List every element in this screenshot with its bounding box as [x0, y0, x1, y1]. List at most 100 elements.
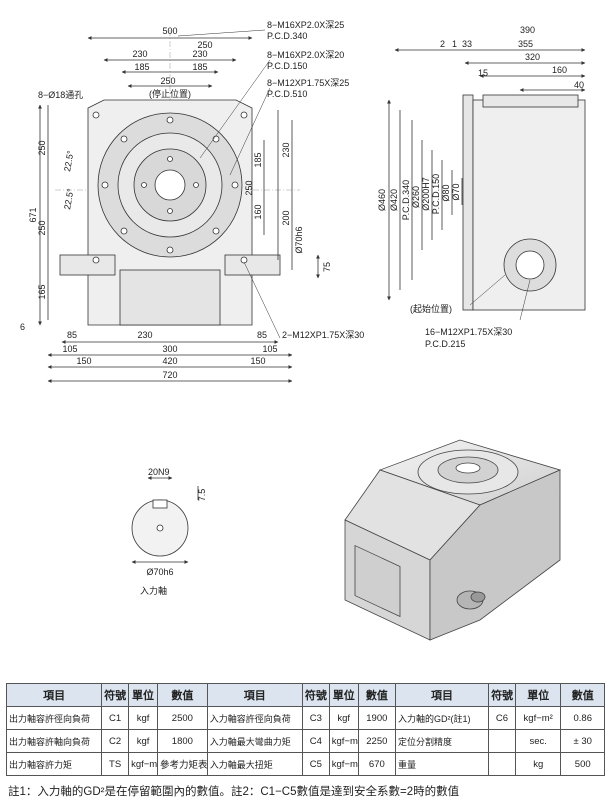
- spec-cell: kg: [514, 752, 562, 776]
- spec-cell: C1: [101, 706, 130, 730]
- dim-671: 671: [28, 207, 38, 222]
- dim-150-right: 150: [250, 356, 265, 366]
- thread-3-pcd: P.C.D.510: [267, 89, 307, 99]
- dim-85-right: 85: [257, 330, 267, 340]
- spec-cell: [488, 752, 516, 776]
- spec-cell: 670: [357, 752, 396, 776]
- dim-320: 320: [525, 52, 540, 62]
- side-thread: 16−M12XP1.75X深30: [425, 327, 512, 337]
- front-view-labels: 500 250 230 230 185 185 250 (停止位置) 8−Ø18…: [20, 20, 364, 380]
- footnote: 註1：入力軸的GD²是在停留範圍內的數值。註2：C1−C5數值是達到安全系數=2…: [8, 786, 460, 798]
- spec-header: 項目: [394, 683, 490, 707]
- spec-cell: 2500: [157, 706, 208, 730]
- thread-1: 8−M16XP2.0X深25: [267, 20, 344, 30]
- spec-header: 單位: [128, 683, 159, 707]
- dim-105-left: 105: [62, 344, 77, 354]
- d-200: Ø200H7: [421, 177, 431, 211]
- spec-cell: sec.: [514, 729, 562, 753]
- spec-header: 數值: [357, 683, 396, 707]
- dim-165: 165: [37, 284, 47, 299]
- dim-185-a: 185: [134, 62, 149, 72]
- spec-header-row: 項目 符號 單位 數值 項目 符號 單位 數值 項目 符號 單位 數值: [5, 683, 605, 707]
- side-thread-pcd: P.C.D.215: [425, 339, 465, 349]
- thread-bottom: 2−M12XP1.75X深30: [282, 330, 364, 340]
- front-view: [38, 29, 320, 383]
- dim-250-left-b: 250: [37, 220, 47, 235]
- technical-drawing: 500 250 230 230 185 185 250 (停止位置) 8−Ø18…: [20, 20, 586, 641]
- thread-3: 8−M12XP1.75X深25: [267, 78, 349, 88]
- dim-300: 300: [162, 344, 177, 354]
- spec-cell: 入力軸的GD²(註1): [394, 706, 490, 730]
- spec-cell: 出力軸容許軸向負荷: [5, 729, 103, 753]
- dim-420: 420: [162, 356, 177, 366]
- dim-200-r: 200: [281, 210, 291, 225]
- table-row: 出力軸容許力矩 TS kgf−m 參考力矩表 入力軸最大扭矩 C5 kgf−m …: [5, 752, 605, 776]
- hole-8-18: 8−Ø18通孔: [38, 90, 83, 100]
- spec-cell: [488, 729, 516, 753]
- dim-70h6: Ø70h6: [294, 226, 304, 253]
- spec-header: 項目: [206, 683, 303, 707]
- spec-cell: 2250: [357, 729, 396, 753]
- dim-15: 15: [478, 68, 488, 78]
- dim-33: 33: [462, 39, 472, 49]
- dim-250-left-a: 250: [37, 140, 47, 155]
- pcd-340: P.C.D.340: [401, 180, 411, 220]
- spec-cell: 0.86: [560, 706, 605, 730]
- dim-150-left: 150: [76, 356, 91, 366]
- spec-cell: kgf−m: [328, 729, 359, 753]
- lower-block: [119, 269, 221, 326]
- dim-230-r: 230: [281, 142, 291, 157]
- spec-cell: C3: [301, 706, 330, 730]
- spec-cell: 出力軸容許力矩: [5, 752, 103, 776]
- spec-header: 數值: [560, 683, 605, 707]
- center-bore: [154, 169, 186, 201]
- dim-250-top: 250: [197, 40, 212, 50]
- dim-185-b: 185: [192, 62, 207, 72]
- spec-cell: ± 30: [560, 729, 605, 753]
- spec-cell: 1800: [157, 729, 208, 753]
- d-420: Ø420: [389, 189, 399, 211]
- pcd-150: P.C.D.150: [431, 174, 441, 214]
- dim-160-r: 160: [253, 204, 263, 219]
- dim-230-a: 230: [132, 49, 147, 59]
- thread-2-pcd: P.C.D.150: [267, 61, 307, 71]
- spec-cell: 重量: [394, 752, 490, 776]
- dim-85-left: 85: [67, 330, 77, 340]
- isometric-view: [344, 439, 562, 641]
- dim-250-r: 250: [244, 180, 254, 195]
- spec-header: 單位: [514, 683, 562, 707]
- dim-390: 390: [520, 25, 535, 35]
- dim-720: 720: [162, 370, 177, 380]
- dim-250-mid: 250: [160, 76, 175, 86]
- dim-230-b: 230: [192, 49, 207, 59]
- spec-cell: C4: [301, 729, 330, 753]
- keyway: [152, 499, 168, 509]
- spec-cell: 入力軸容許徑向負荷: [206, 706, 303, 730]
- key-depth: 7.5: [197, 489, 207, 502]
- table-row: 出力軸容許軸向負荷 C2 kgf 1800 入力軸最大彎曲力矩 C4 kgf−m…: [5, 729, 605, 753]
- dim-160-side: 160: [552, 65, 567, 75]
- spec-header: 數值: [157, 683, 208, 707]
- angle-a: 22.5°: [62, 149, 76, 172]
- shaft-diameter: Ø70h6: [146, 567, 173, 577]
- d-70: Ø70: [451, 183, 461, 200]
- spec-header: 符號: [301, 683, 330, 707]
- key-width: 20N9: [148, 467, 170, 477]
- dim-1: 1: [452, 39, 457, 49]
- thread-1-pcd: P.C.D.340: [267, 31, 307, 41]
- spec-cell: kgf: [328, 706, 359, 730]
- spec-cell: 1900: [357, 706, 396, 730]
- input-flange-left: [59, 254, 116, 276]
- dim-355: 355: [518, 39, 533, 49]
- spec-header: 符號: [101, 683, 130, 707]
- spec-cell: kgf: [128, 729, 159, 753]
- start-position: (起始位置): [410, 303, 452, 314]
- dim-6: 6: [20, 322, 25, 332]
- dim-2: 2: [440, 39, 445, 49]
- spec-header: 符號: [488, 683, 516, 707]
- spec-cell: kgf−m: [328, 752, 359, 776]
- dim-40: 40: [574, 80, 584, 90]
- spec-cell: C6: [488, 706, 516, 730]
- side-view-labels: 390 2 1 33 355 320 15 160 40 Ø460 Ø420 P…: [377, 25, 584, 349]
- spec-cell: 500: [560, 752, 605, 776]
